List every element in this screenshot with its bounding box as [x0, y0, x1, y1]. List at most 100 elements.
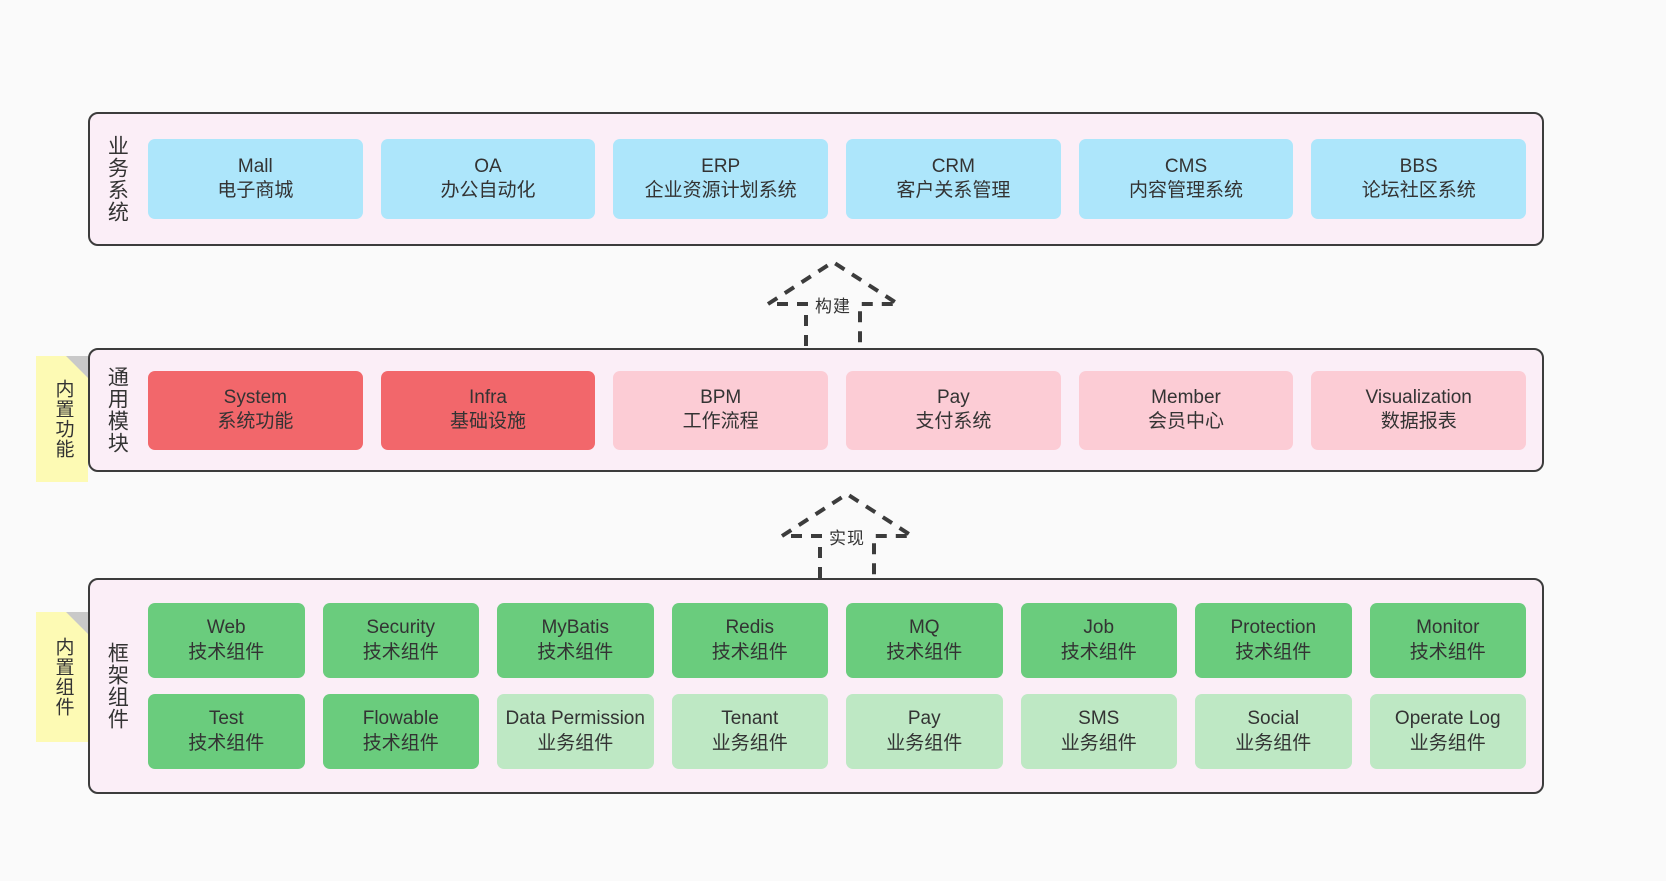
- card-job[interactable]: Job 技术组件: [1020, 603, 1177, 678]
- card-operate-log[interactable]: Operate Log 业务组件: [1369, 694, 1526, 769]
- card-title-cn: 业务组件: [1409, 732, 1486, 754]
- card-data-permission[interactable]: Data Permission 业务组件: [497, 694, 654, 769]
- card-title-cn: 电子商城: [217, 180, 294, 201]
- card-system[interactable]: System 系统功能: [148, 370, 363, 450]
- card-crm[interactable]: CRM 客户关系管理: [846, 139, 1061, 219]
- connector-label-build: 构建: [815, 297, 851, 316]
- card-title-en: Pay: [936, 386, 970, 408]
- layer-title-framework-components: 框架组件: [105, 642, 129, 730]
- card-title-cn: 技术组件: [711, 641, 788, 663]
- card-erp[interactable]: ERP 企业资源计划系统: [613, 139, 829, 219]
- card-title-cn: 技术组件: [362, 732, 439, 754]
- card-title-cn: 客户关系管理: [896, 180, 1011, 201]
- card-row: Test 技术组件 Flowable 技术组件 Data Permission …: [148, 694, 1526, 769]
- card-tenant[interactable]: Tenant 业务组件: [671, 694, 828, 769]
- card-redis[interactable]: Redis 技术组件: [671, 603, 828, 678]
- card-bbs[interactable]: BBS 论坛社区系统: [1311, 139, 1527, 219]
- card-title-cn: 业务组件: [537, 732, 614, 754]
- card-social[interactable]: Social 业务组件: [1195, 694, 1352, 769]
- layer-body-framework-components: Web 技术组件 Security 技术组件 MyBatis 技术组件 Redi…: [142, 580, 1542, 792]
- card-title-en: Infra: [468, 386, 508, 408]
- card-title-en: Mall: [237, 155, 273, 177]
- card-security[interactable]: Security 技术组件: [322, 603, 479, 678]
- card-title-cn: 支付系统: [915, 411, 992, 432]
- connector-label-implement: 实现: [829, 529, 865, 548]
- card-oa[interactable]: OA 办公自动化: [380, 139, 596, 219]
- card-mybatis[interactable]: MyBatis 技术组件: [497, 603, 654, 678]
- card-mq[interactable]: MQ 技术组件: [846, 603, 1003, 678]
- card-bpm[interactable]: BPM 工作流程: [613, 370, 829, 450]
- card-title-cn: 业务组件: [1235, 732, 1312, 754]
- card-title-en: BBS: [1399, 155, 1438, 177]
- card-title-en: MQ: [908, 617, 940, 639]
- sticky-note-label: 内置组件: [52, 637, 74, 717]
- layer-body-business-systems: Mall 电子商城 OA 办公自动化 ERP 企业资源计划系统 CRM 客户关系…: [142, 114, 1542, 244]
- card-title-cn: 技术组件: [188, 732, 265, 754]
- connector-build: 构建: [758, 256, 908, 346]
- card-title-cn: 基础设施: [450, 411, 527, 432]
- card-title-en: Operate Log: [1394, 708, 1501, 730]
- layer-title-business-systems: 业务系统: [105, 135, 129, 223]
- card-protection[interactable]: Protection 技术组件: [1195, 603, 1352, 678]
- card-infra[interactable]: Infra 基础设施: [380, 370, 596, 450]
- card-title-en: Social: [1247, 708, 1300, 730]
- card-title-cn: 内容管理系统: [1129, 180, 1244, 201]
- card-title-cn: 技术组件: [1409, 641, 1486, 663]
- card-title-en: Monitor: [1416, 617, 1480, 639]
- card-title-en: Redis: [725, 617, 775, 639]
- card-title-en: Pay: [907, 708, 941, 730]
- card-title-en: Tenant: [721, 708, 779, 730]
- card-monitor[interactable]: Monitor 技术组件: [1369, 603, 1526, 678]
- layer-body-common-modules: System 系统功能 Infra 基础设施 BPM 工作流程 Pay 支付系统…: [142, 350, 1542, 470]
- card-title-en: Security: [366, 617, 436, 639]
- card-title-en: Job: [1083, 617, 1115, 639]
- card-title-cn: 会员中心: [1148, 411, 1225, 432]
- card-title-en: OA: [474, 155, 502, 177]
- card-title-cn: 技术组件: [886, 641, 963, 663]
- card-title-cn: 数据报表: [1380, 411, 1457, 432]
- card-title-en: Test: [208, 708, 244, 730]
- card-test[interactable]: Test 技术组件: [148, 694, 305, 769]
- card-title-en: MyBatis: [541, 617, 610, 639]
- card-title-en: SMS: [1078, 708, 1120, 730]
- card-pay-component[interactable]: Pay 业务组件: [846, 694, 1003, 769]
- card-row: System 系统功能 Infra 基础设施 BPM 工作流程 Pay 支付系统…: [148, 370, 1527, 450]
- connector-implement: 实现: [772, 488, 922, 578]
- card-title-cn: 技术组件: [362, 641, 439, 663]
- card-cms[interactable]: CMS 内容管理系统: [1078, 139, 1294, 219]
- layer-business-systems: 业务系统 Mall 电子商城 OA 办公自动化 ERP 企业资源计划系统 CRM…: [88, 112, 1544, 246]
- card-visualization[interactable]: Visualization 数据报表: [1311, 370, 1527, 450]
- card-title-en: Protection: [1230, 617, 1317, 639]
- card-title-cn: 办公自动化: [440, 180, 536, 201]
- card-title-en: Web: [206, 617, 246, 639]
- card-row: Web 技术组件 Security 技术组件 MyBatis 技术组件 Redi…: [148, 603, 1526, 678]
- layer-title-common-modules: 通用模块: [105, 366, 129, 454]
- card-title-cn: 业务组件: [886, 732, 963, 754]
- card-web[interactable]: Web 技术组件: [148, 603, 305, 678]
- card-title-en: ERP: [701, 155, 741, 177]
- card-title-cn: 业务组件: [711, 732, 788, 754]
- layer-framework-components: 框架组件 Web 技术组件 Security 技术组件 MyBatis 技术组件…: [88, 578, 1544, 794]
- card-mall[interactable]: Mall 电子商城: [148, 139, 363, 219]
- card-title-cn: 系统功能: [217, 411, 294, 432]
- card-sms[interactable]: SMS 业务组件: [1020, 694, 1177, 769]
- card-title-cn: 技术组件: [537, 641, 614, 663]
- card-title-en: Visualization: [1365, 386, 1472, 408]
- card-title-cn: 业务组件: [1060, 732, 1137, 754]
- card-title-en: BPM: [700, 386, 742, 408]
- sticky-note-label: 内置功能: [52, 379, 74, 459]
- card-flowable[interactable]: Flowable 技术组件: [322, 694, 479, 769]
- card-pay-module[interactable]: Pay 支付系统: [846, 370, 1061, 450]
- card-title-en: CRM: [931, 155, 975, 177]
- card-title-en: Data Permission: [505, 708, 645, 730]
- card-title-cn: 技术组件: [188, 641, 265, 663]
- card-member[interactable]: Member 会员中心: [1078, 370, 1294, 450]
- dashed-arrow-up-icon: [775, 491, 919, 578]
- sticky-note-builtin-function: 内置功能: [36, 356, 88, 482]
- card-title-en: System: [223, 386, 288, 408]
- card-title-cn: 论坛社区系统: [1361, 180, 1476, 201]
- card-title-en: Flowable: [362, 708, 439, 730]
- card-title-cn: 工作流程: [682, 411, 759, 432]
- card-title-cn: 技术组件: [1235, 641, 1312, 663]
- layer-common-modules: 通用模块 System 系统功能 Infra 基础设施 BPM 工作流程 Pay…: [88, 348, 1544, 472]
